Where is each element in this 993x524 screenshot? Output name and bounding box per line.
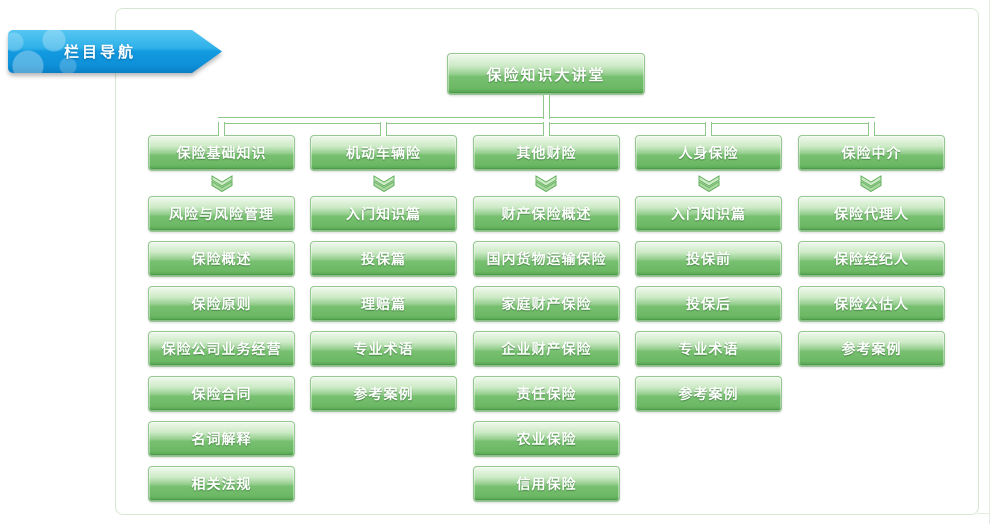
tree-item-button[interactable]: 保险原则 <box>148 286 295 322</box>
double-chevron-down-icon <box>696 175 722 193</box>
double-chevron-down-icon <box>209 175 235 193</box>
tree-item-button[interactable]: 保险合同 <box>148 376 295 412</box>
double-chevron-down-icon <box>371 175 397 193</box>
tree-item-button[interactable]: 保险公估人 <box>798 286 945 322</box>
page-edge-line-bottom <box>977 513 990 514</box>
tree-item-button[interactable]: 参考案例 <box>310 376 457 412</box>
tree-item-button[interactable]: 入门知识篇 <box>310 196 457 232</box>
tree-item-button[interactable]: 财产保险概述 <box>473 196 620 232</box>
column-header-button[interactable]: 其他财险 <box>473 135 620 171</box>
double-chevron-down-icon <box>858 175 884 193</box>
tree-item-button[interactable]: 家庭财产保险 <box>473 286 620 322</box>
drop-connector <box>218 122 225 136</box>
banner-arrow-shape <box>8 30 222 73</box>
page-edge-line-right <box>989 0 990 524</box>
tree-item-button[interactable]: 信用保险 <box>473 466 620 502</box>
tree-item-button[interactable]: 相关法规 <box>148 466 295 502</box>
tree-item-button[interactable]: 农业保险 <box>473 421 620 457</box>
section-banner: 栏目导航 <box>8 30 222 73</box>
tree-item-button[interactable]: 投保篇 <box>310 241 457 277</box>
tree-item-button[interactable]: 保险公司业务经营 <box>148 331 295 367</box>
tree-item-button[interactable]: 参考案例 <box>798 331 945 367</box>
root-stem-connector <box>543 95 550 119</box>
root-node-button[interactable]: 保险知识大讲堂 <box>447 53 645 95</box>
tree-item-button[interactable]: 参考案例 <box>635 376 782 412</box>
tree-item-button[interactable]: 保险经纪人 <box>798 241 945 277</box>
drop-connector <box>380 122 387 136</box>
drop-connector <box>543 122 550 136</box>
tree-item-button[interactable]: 责任保险 <box>473 376 620 412</box>
column-header-button[interactable]: 机动车辆险 <box>310 135 457 171</box>
drop-connector <box>868 122 875 136</box>
tree-item-button[interactable]: 企业财产保险 <box>473 331 620 367</box>
column-header-button[interactable]: 保险中介 <box>798 135 945 171</box>
column-header-button[interactable]: 保险基础知识 <box>148 135 295 171</box>
tree-item-button[interactable]: 名词解释 <box>148 421 295 457</box>
tree-item-button[interactable]: 专业术语 <box>635 331 782 367</box>
tree-item-button[interactable]: 入门知识篇 <box>635 196 782 232</box>
tree-item-button[interactable]: 保险概述 <box>148 241 295 277</box>
tree-item-button[interactable]: 投保前 <box>635 241 782 277</box>
tree-item-button[interactable]: 风险与风险管理 <box>148 196 295 232</box>
tree-item-button[interactable]: 理赔篇 <box>310 286 457 322</box>
tree-item-button[interactable]: 国内货物运输保险 <box>473 241 620 277</box>
drop-connector <box>705 122 712 136</box>
banner-title: 栏目导航 <box>63 43 136 61</box>
tree-item-button[interactable]: 投保后 <box>635 286 782 322</box>
tree-item-button[interactable]: 保险代理人 <box>798 196 945 232</box>
double-chevron-down-icon <box>533 175 559 193</box>
tree-item-button[interactable]: 专业术语 <box>310 331 457 367</box>
column-header-button[interactable]: 人身保险 <box>635 135 782 171</box>
